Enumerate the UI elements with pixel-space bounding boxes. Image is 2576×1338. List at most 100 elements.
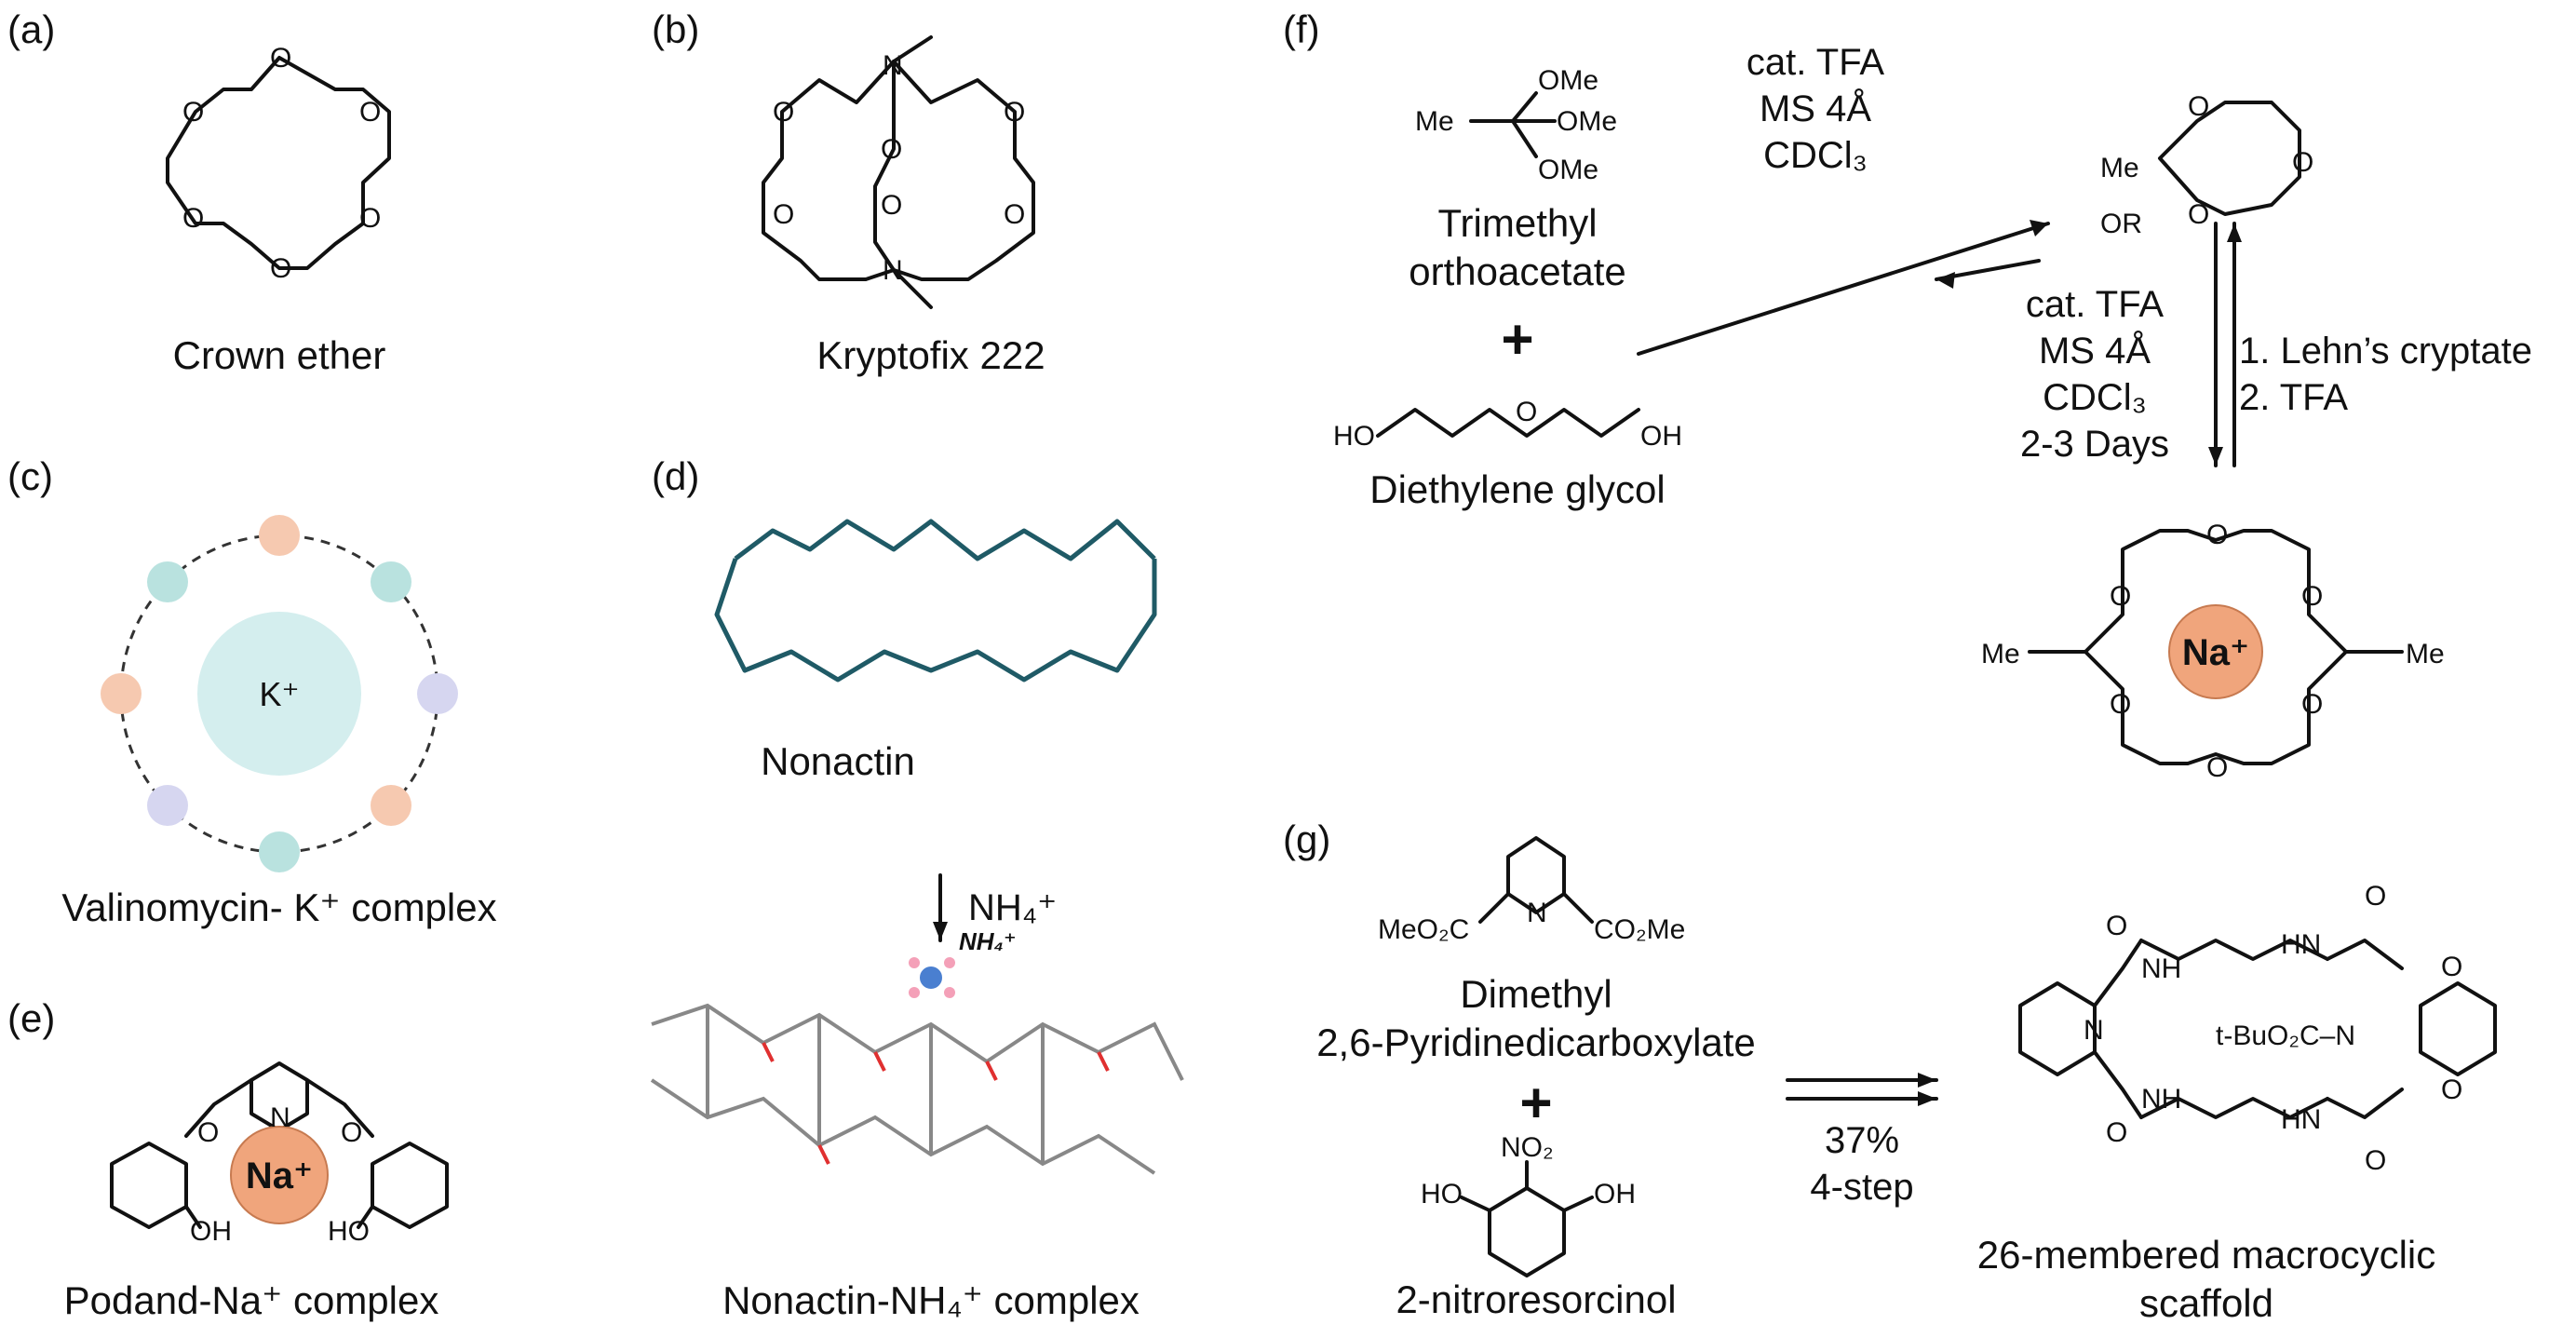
svg-text:OMe: OMe bbox=[1557, 106, 1617, 137]
yield-value: 37% bbox=[1824, 1120, 1900, 1161]
svg-text:O: O bbox=[270, 253, 291, 284]
svg-text:OR: OR bbox=[2100, 209, 2142, 239]
na-ion-cryptand: Na⁺ bbox=[2168, 604, 2263, 699]
na-ion-cryptand-label: Na⁺ bbox=[2182, 632, 2249, 673]
svg-text:O: O bbox=[2441, 952, 2462, 982]
plus-sign-f: + bbox=[1501, 308, 1534, 371]
svg-text:O: O bbox=[2292, 147, 2313, 178]
svg-text:OMe: OMe bbox=[1538, 155, 1598, 185]
diethylene-glycol-structure bbox=[1376, 408, 1640, 438]
caption-kryptofix: Kryptofix 222 bbox=[816, 333, 1045, 377]
svg-text:N: N bbox=[270, 1102, 290, 1133]
svg-text:HO: HO bbox=[1333, 421, 1375, 452]
svg-text:O: O bbox=[2106, 1117, 2127, 1148]
conditions-forward: cat. TFA MS 4Å CDCl₃ bbox=[1713, 39, 1918, 179]
svg-text:O: O bbox=[182, 203, 204, 234]
condition-down-tfa: cat. TFA bbox=[2025, 284, 2165, 325]
reagent-nitroresorcinol: 2-nitroresorcinol bbox=[1396, 1277, 1677, 1321]
svg-text:Me: Me bbox=[1981, 639, 2020, 669]
svg-text:O: O bbox=[341, 1117, 362, 1148]
svg-text:OH: OH bbox=[190, 1216, 232, 1247]
reagent-diethylene-glycol: Diethylene glycol bbox=[1369, 467, 1666, 511]
svg-text:O: O bbox=[2301, 581, 2323, 612]
condition-down-solvent: CDCl₃ bbox=[2043, 377, 2147, 418]
svg-text:N: N bbox=[883, 255, 903, 286]
svg-text:OH: OH bbox=[1594, 1179, 1636, 1210]
atom-labels: O O O O O O N N O O O O O O N O O OH HO … bbox=[182, 43, 2462, 1247]
svg-text:O: O bbox=[773, 199, 794, 230]
nonactin-complex-model bbox=[650, 957, 1184, 1175]
caption-crown-ether: Crown ether bbox=[172, 333, 386, 377]
na-cryptand-structure bbox=[2028, 529, 2404, 765]
na-ion-podand-label: Na⁺ bbox=[246, 1156, 313, 1196]
svg-text:Me: Me bbox=[1415, 106, 1454, 137]
condition-ms: MS 4Å bbox=[1759, 88, 1872, 129]
svg-text:OH: OH bbox=[1640, 421, 1682, 452]
seven-membered-acetal-structure bbox=[2158, 101, 2301, 216]
valinomycin-structure bbox=[101, 515, 458, 872]
panel-label-a: (a) bbox=[7, 7, 56, 51]
crown-ether-structure bbox=[166, 56, 391, 270]
reagent-trimethyl-orthoacetate-line1: Trimethyl bbox=[1437, 201, 1598, 245]
conditions-down: cat. TFA MS 4Å CDCl₃ 2-3 Days bbox=[1992, 281, 2197, 467]
svg-text:O: O bbox=[2188, 91, 2209, 122]
svg-text:N: N bbox=[883, 50, 903, 81]
panel-label-g: (g) bbox=[1283, 818, 1331, 861]
product-name-line2: scaffold bbox=[2139, 1281, 2273, 1325]
panel-label-e: (e) bbox=[7, 996, 56, 1040]
nitroresorcinol-structure bbox=[1460, 1160, 1594, 1277]
svg-text:O: O bbox=[2206, 520, 2228, 550]
na-ion-podand: Na⁺ bbox=[230, 1126, 329, 1224]
svg-text:O: O bbox=[2110, 689, 2131, 720]
panel-label-c: (c) bbox=[7, 454, 53, 498]
svg-text:N: N bbox=[1527, 898, 1547, 928]
condition-down-time: 2-3 Days bbox=[2019, 424, 2170, 465]
svg-text:O: O bbox=[359, 203, 381, 234]
condition-up-step2: 2. TFA bbox=[2239, 377, 2349, 418]
caption-valinomycin: Valinomycin- K⁺ complex bbox=[61, 885, 497, 929]
reagent-dimethyl-line1: Dimethyl bbox=[1460, 972, 1612, 1016]
svg-text:NH: NH bbox=[2141, 953, 2181, 984]
svg-text:O: O bbox=[2110, 581, 2131, 612]
svg-text:O: O bbox=[1516, 397, 1537, 427]
svg-text:O: O bbox=[2365, 881, 2386, 912]
conditions-up: 1. Lehn’s cryptate 2. TFA bbox=[2239, 328, 2532, 421]
reagent-trimethyl-orthoacetate-line2: orthoacetate bbox=[1409, 250, 1626, 293]
svg-text:O: O bbox=[2188, 199, 2209, 230]
k-ion-halo bbox=[197, 612, 361, 776]
svg-text:NH: NH bbox=[2141, 1084, 2181, 1115]
svg-text:N: N bbox=[2084, 1015, 2104, 1046]
svg-text:O: O bbox=[2441, 1074, 2462, 1105]
svg-text:HO: HO bbox=[328, 1216, 370, 1247]
condition-solvent: CDCl₃ bbox=[1763, 135, 1868, 176]
ammonium-nitrogen bbox=[920, 966, 942, 989]
svg-text:OMe: OMe bbox=[1538, 65, 1598, 96]
podand-structure bbox=[110, 1061, 449, 1229]
svg-text:O: O bbox=[1004, 97, 1025, 128]
macrocycle-product-structure bbox=[2018, 939, 2497, 1119]
svg-text:CO₂Me: CO₂Me bbox=[1594, 914, 1685, 945]
arrow-reagent-ammonium: NH₄⁺ bbox=[968, 887, 1057, 928]
kryptofix-structure bbox=[762, 35, 1035, 309]
svg-text:O: O bbox=[881, 134, 902, 165]
svg-text:O: O bbox=[881, 190, 902, 221]
nonactin-structure bbox=[714, 519, 1157, 683]
caption-nonactin: Nonactin bbox=[761, 739, 915, 783]
condition-down-ms: MS 4Å bbox=[2038, 331, 2151, 372]
svg-text:HO: HO bbox=[1421, 1179, 1463, 1210]
caption-podand: Podand-Na⁺ complex bbox=[63, 1278, 439, 1322]
reagent-dimethyl-line2: 2,6-Pyridinedicarboxylate bbox=[1316, 1020, 1756, 1064]
svg-text:O: O bbox=[2301, 689, 2323, 720]
reaction-arrows bbox=[938, 222, 2236, 1101]
svg-text:O: O bbox=[359, 97, 381, 128]
svg-text:O: O bbox=[773, 97, 794, 128]
pyridinedicarboxylate-structure bbox=[1478, 836, 1594, 924]
panel-label-d: (d) bbox=[652, 454, 700, 498]
svg-text:O: O bbox=[2106, 911, 2127, 941]
ammonium-label: NH₄⁺ bbox=[959, 927, 1017, 955]
svg-text:HN: HN bbox=[2281, 1104, 2321, 1135]
trimethyl-orthoacetate-structure bbox=[1469, 91, 1557, 158]
yield-conditions: 37% 4-step bbox=[1769, 1117, 1955, 1210]
product-name-line1: 26-membered macrocyclic bbox=[1976, 1233, 2436, 1277]
